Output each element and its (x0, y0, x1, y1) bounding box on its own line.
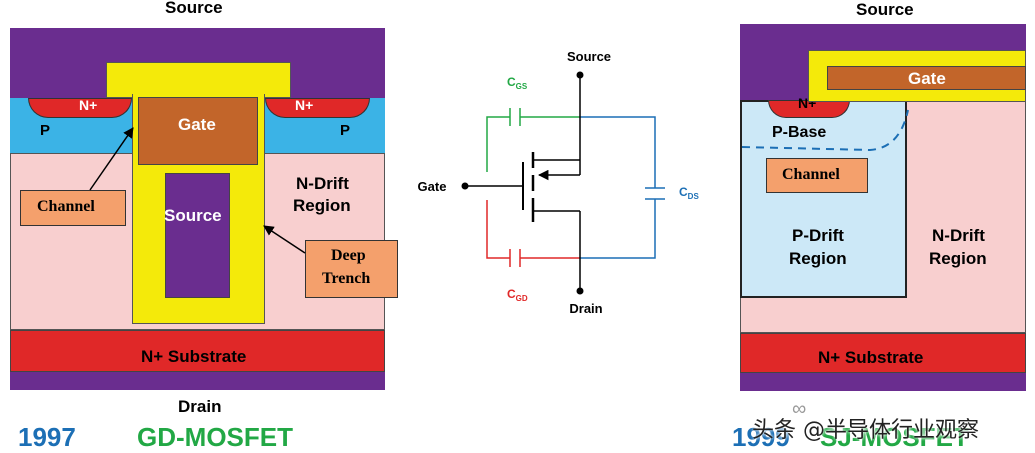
gd-substrate (10, 330, 385, 372)
sj-p-base-label: P-Base (772, 124, 827, 141)
cgd-label-sub: GD (516, 294, 528, 303)
gd-p-right-label: P (340, 122, 351, 139)
gd-trench-arrow (263, 225, 306, 254)
sj-n-drift-label-1: N-Drift (932, 226, 985, 245)
sj-gate-poly (827, 66, 1026, 90)
sj-n-drift-label-2: Region (929, 249, 987, 268)
sj-substrate-label: N+ Substrate (818, 348, 924, 367)
gd-name-label: GD-MOSFET (137, 422, 293, 452)
gd-deep-trench-label-1: Deep (331, 247, 366, 264)
cgd-wire (486, 200, 580, 259)
sj-p-drift-label-2: Region (789, 249, 847, 268)
sj-source-label: Source (856, 0, 914, 19)
sj-p-base-boundary (741, 109, 909, 152)
cds-label: CDS (679, 185, 699, 201)
gd-channel-label: Channel (37, 198, 95, 215)
sj-p-drift-label-1: P-Drift (792, 226, 844, 245)
gd-channel-callout (20, 190, 126, 226)
sj-year-label: 1999 (732, 422, 790, 452)
source-terminal (576, 71, 584, 79)
circuit-drain-label: Drain (569, 301, 602, 316)
gd-channel-arrow (89, 127, 134, 191)
gd-source-inner-label: Source (164, 206, 222, 225)
gd-substrate-label: N+ Substrate (141, 347, 247, 366)
gd-p-left-label: P (40, 122, 51, 139)
cds-label-sub: DS (688, 192, 700, 201)
drain-terminal (576, 287, 584, 295)
cgd-label-main: C (507, 287, 516, 301)
cgs-label-main: C (507, 75, 516, 89)
cgd-label: CGD (507, 287, 528, 303)
gd-source-label: Source (165, 0, 223, 17)
sj-channel-callout (766, 158, 868, 193)
circuit-gate-label: Gate (418, 179, 447, 194)
gd-source-electrode (165, 173, 230, 298)
gd-deep-trench-label-2: Trench (322, 270, 371, 287)
gd-drain-metal (10, 372, 385, 390)
sj-substrate (740, 333, 1026, 373)
gd-n-drift-label-1: N-Drift (296, 174, 349, 193)
cgs-label: CGS (507, 75, 528, 91)
watermark-logo-icon: ∞ (792, 398, 807, 420)
sj-channel-label: Channel (782, 166, 840, 183)
sj-gate-label: Gate (908, 69, 946, 88)
cgs-label-sub: GS (516, 82, 528, 91)
cgs-wire (486, 116, 580, 172)
cds-label-main: C (679, 185, 688, 199)
gd-n-plus-left-label: N+ (79, 97, 98, 113)
cds-wire (580, 116, 656, 259)
sj-drain-metal (740, 373, 1026, 391)
gate-terminal (461, 182, 469, 190)
watermark-text: 头条 @半导体行业观察 (752, 418, 979, 443)
gd-year-label: 1997 (18, 422, 76, 452)
sj-p-drift-region (740, 100, 907, 298)
gd-n-drift-label-2: Region (293, 196, 351, 215)
gd-gate-poly (138, 97, 258, 165)
gd-n-plus-right-label: N+ (295, 97, 314, 113)
gd-gate-label: Gate (178, 115, 216, 134)
sj-name-label: SJ-MOSFET (820, 422, 969, 452)
gd-drain-label: Drain (178, 397, 222, 416)
gd-deep-trench-callout (305, 240, 398, 298)
circuit-source-label: Source (567, 49, 611, 64)
